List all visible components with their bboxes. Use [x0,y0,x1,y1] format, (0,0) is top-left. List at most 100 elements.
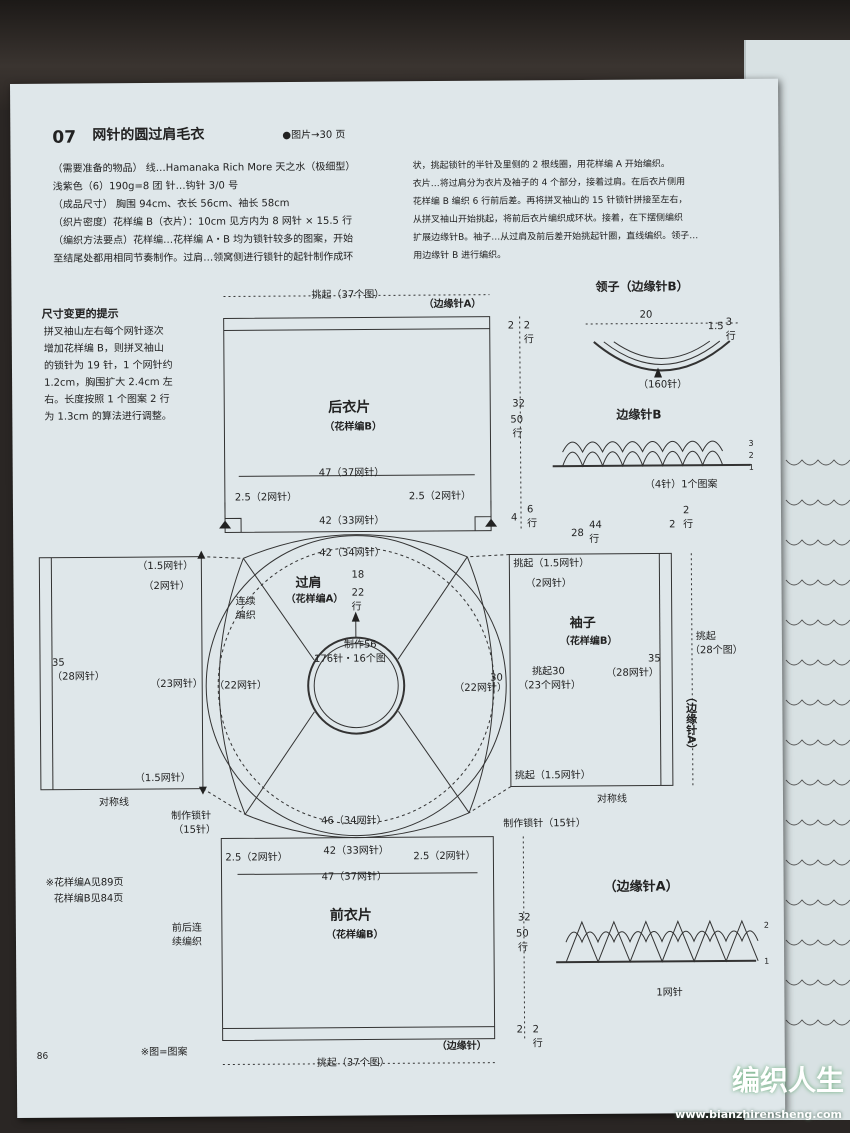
yoke-22: 22 [351,587,365,599]
rsl-2rr: 2 [682,505,690,517]
lsl-15: （1.5网针） [137,560,194,573]
lsl-symmetry: 对称线 [98,797,130,809]
back-25-left: 2.5（2网针） [234,492,298,504]
back-2: 2 [507,320,515,332]
chain-left: 制作锁针 [171,810,212,822]
collar-15: 1.5 [707,321,724,333]
front-25-left: 2.5（2网针） [225,852,288,864]
edgeA-unit: 1网针 [656,987,683,999]
rsl-pattern: （花样编B） [559,635,618,648]
yoke-22-left: （22网针） [214,680,267,692]
rsl-44-row: 行 [589,533,600,545]
book-page: 07 网针的圆过肩毛衣 ●图片→30 页 （需要准备的物品） 线…Hamanak… [10,78,786,1118]
left-sleeve-outline [38,556,204,791]
yoke-22-row: 行 [351,601,362,613]
collar-stitches: （160针） [638,379,688,391]
edgeB-row3: 3 [748,438,754,448]
front-piece-outline [220,836,496,1042]
watermark-logo: 编织人生 [731,1064,844,1097]
edgeA-row1: 1 [764,956,770,966]
front-bottom: 挑起（37个图） [316,1057,390,1069]
edgeB-title: 边缘针B [616,407,662,422]
rsl-2rrr: 行 [683,519,694,531]
front-row: 行 [518,942,529,954]
back-width-42: 42（33网针） [319,515,385,527]
rsl-name: 袖子 [569,615,596,632]
yoke-outer [205,535,507,837]
front-edge: （边缘针） [436,1040,487,1053]
page-number: 86 [36,1051,49,1062]
rsl-edge: （边缘针A） [684,691,698,755]
edgeA-title: （边缘针A） [603,879,679,895]
front-piece-name: 前衣片 [329,907,372,924]
yoke-46: 46（34网针） [321,815,387,827]
lsl-15b: （1.5网针） [134,772,191,785]
edgeB-row1: 1 [748,462,754,472]
lsl-2: （2网针） [143,580,190,593]
yoke-continuous-2: 编织 [235,610,256,622]
front-32: 32 [517,912,531,924]
back-piece-outline [223,316,492,534]
back-6: 6 [526,504,534,516]
lsl-35: 35 [52,657,65,669]
collar-row: 行 [725,330,736,343]
rsl-28: （28网针） [606,667,659,679]
edgeB-unit: （4针）1个图案 [644,479,718,491]
collar-width: 20 [639,309,653,321]
rsl-side-pick-2: （28个图） [689,644,743,657]
back-6b: 行 [527,518,538,530]
yoke-continuous: 连续 [235,596,256,608]
front-piece-pattern: （花样编B） [325,929,384,941]
edgeB-row2: 2 [748,450,754,460]
chain-right: 制作锁针（15针） [503,817,586,830]
chain-left-2: （15针） [173,824,216,836]
back-2c: 行 [523,334,534,346]
front-cont: 前后连 [171,922,202,934]
yoke-pattern: （花样编A） [285,593,344,606]
right-sleeve-outline [508,552,674,788]
rsl-symmetry: 对称线 [596,793,628,805]
back-top-label: 挑起（37个图） [311,289,385,301]
yoke-make: 制作56 [343,639,377,651]
back-piece-pattern: （花样编B） [324,421,383,433]
note-pattern-b: 花样编B见84页 [53,893,124,905]
back-25-right: 2.5（2网针） [408,490,472,503]
front-2b: 2 [532,1024,540,1036]
rsl-pick-1: 挑起（1.5网针） [513,557,590,570]
schematic-diagram [38,294,759,1066]
right-page-pattern [785,459,850,1026]
rsl-side-pick: 挑起 [695,631,716,643]
back-4: 4 [511,512,518,524]
watermark-url: www.bianzhirensheng.com [675,1108,842,1121]
front-25-right: 2.5（2网针） [413,850,476,863]
yoke-30: 30 [490,672,503,684]
back-2b: 2 [523,320,531,332]
back-50: 50 [510,414,524,426]
yoke-name: 过肩 [295,575,322,592]
lsl-28: （28网针） [52,671,105,683]
back-32: 32 [512,398,526,410]
yoke-stitches: 176针・16个图 [313,653,386,665]
rsl-35: 35 [647,653,661,665]
back-row: 行 [512,428,523,440]
front-42: 42（33网针） [323,845,389,857]
collar-3: 3 [725,316,733,329]
rsl-2r: 2 [669,519,676,531]
edgeA-row2: 2 [763,920,770,930]
rsl-23: （23个网针） [518,680,581,692]
front-50: 50 [515,928,529,940]
back-width-47: 47（37网针） [318,467,385,479]
lsl-23: （23网针） [150,678,203,691]
front-47: 47（37网针） [321,871,388,883]
front-2c: 行 [532,1038,543,1050]
front-cont-2: 续编织 [171,936,203,948]
back-edge-label: （边缘针A） [423,298,482,311]
yoke-neck [307,636,406,735]
note-figure: ※图=图案 [140,1046,188,1059]
rsl-28w: 28 [571,528,584,540]
yoke-42: 42（34网针） [319,547,385,559]
collar-title: 领子（边缘针B） [595,279,689,294]
front-2: 2 [516,1024,524,1036]
yoke-18: 18 [351,569,365,581]
rsl-pick-2: 挑起（1.5网针） [514,769,591,782]
